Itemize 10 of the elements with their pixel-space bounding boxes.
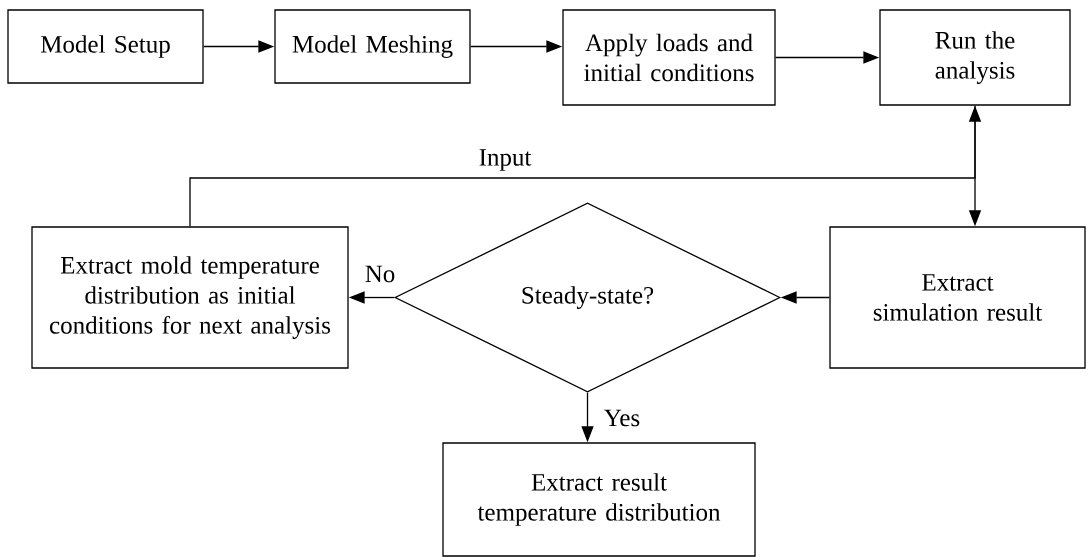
process-box: Model Meshing	[274, 9, 471, 84]
process-box: Apply loads and initial conditions	[562, 9, 776, 106]
edge-label: Yes	[604, 409, 640, 427]
process-box: Model Setup	[7, 9, 204, 84]
process-box: Run the analysis	[879, 9, 1071, 106]
process-box: Extract simulation result	[829, 226, 1086, 369]
edge-label: No	[365, 265, 395, 283]
edge-label: Input	[479, 149, 532, 171]
process-box: Extract result temperature distribution	[442, 442, 756, 557]
process-box: Extract mold temperature distribution as initial conditions for next analysis	[31, 226, 349, 369]
